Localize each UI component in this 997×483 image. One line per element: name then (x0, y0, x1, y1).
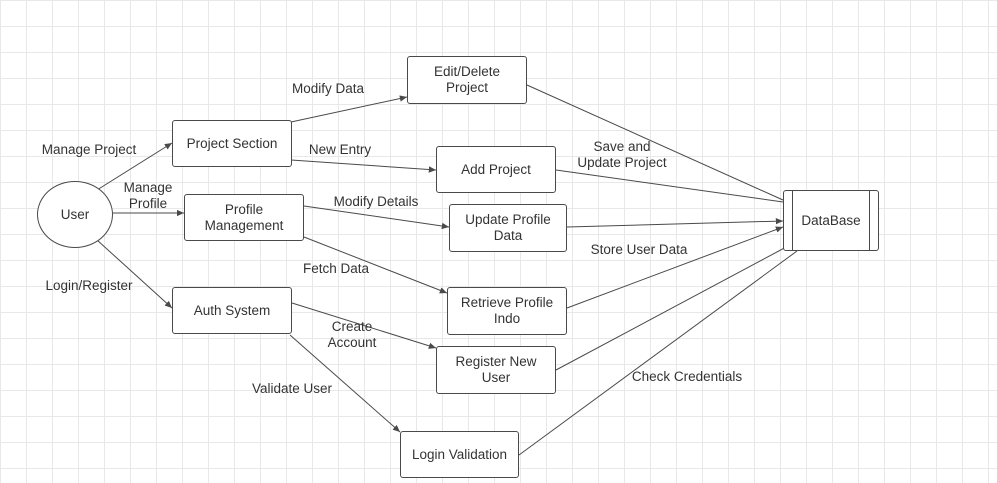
edge-profile-management-to-update-profile (303, 205, 450, 230)
add-project-node[interactable]: Add Project (436, 146, 556, 193)
update-profile-data-node[interactable]: Update Profile Data (449, 204, 567, 252)
label-check-credentials: Check Credentials (631, 369, 743, 384)
user-node[interactable]: User (37, 181, 113, 248)
label-manage-project: Manage Project (41, 142, 137, 157)
label-manage-profile: Manage Profile (123, 180, 173, 211)
user-node-label: User (60, 206, 90, 222)
edit-delete-project-label: Edit/Delete Project (433, 64, 501, 95)
edge-auth-system-to-register (291, 302, 437, 349)
database-right-bar (869, 191, 870, 250)
label-store-user-data: Store User Data (590, 242, 688, 257)
label-validate-user: Validate User (251, 381, 333, 396)
label-create-account: Create Account (327, 319, 377, 350)
profile-management-label: Profile Management (204, 201, 284, 233)
edge-auth-system-to-login-validation (289, 334, 401, 433)
label-new-entry: New Entry (308, 142, 372, 157)
project-section-node[interactable]: Project Section (172, 120, 292, 167)
edge-edit-delete-to-database (526, 84, 784, 201)
edge-add-project-to-database (555, 169, 784, 203)
edge-database-to-retrieve-profile (566, 226, 784, 309)
retrieve-profile-indo-label: Retrieve Profile Indo (460, 295, 554, 326)
label-modify-data: Modify Data (291, 81, 365, 96)
label-login-register: Login/Register (45, 278, 133, 293)
edge-login-validation-to-database (518, 250, 798, 456)
project-section-label: Project Section (186, 135, 278, 151)
edge-user-to-project-section (96, 142, 173, 191)
database-left-bar (792, 191, 793, 250)
login-validation-node[interactable]: Login Validation (400, 431, 519, 478)
label-modify-details: Modify Details (333, 194, 419, 209)
retrieve-profile-indo-node[interactable]: Retrieve Profile Indo (447, 287, 567, 335)
edge-profile-management-to-retrieve-profile (303, 236, 448, 294)
label-save-and-update-project: Save and Update Project (577, 139, 667, 170)
update-profile-data-label: Update Profile Data (465, 212, 551, 243)
login-validation-label: Login Validation (411, 446, 508, 462)
edge-project-section-to-edit-delete (290, 95, 408, 123)
register-new-user-label: Register New User (455, 354, 537, 385)
edge-register-to-database (555, 244, 791, 371)
edit-delete-project-node[interactable]: Edit/Delete Project (407, 56, 527, 104)
register-new-user-node[interactable]: Register New User (436, 346, 556, 394)
edge-user-to-auth-system (96, 239, 173, 309)
label-fetch-data: Fetch Data (302, 261, 370, 276)
auth-system-node[interactable]: Auth System (172, 287, 292, 334)
add-project-label: Add Project (461, 161, 531, 177)
profile-management-node[interactable]: Profile Management (184, 194, 304, 241)
edge-project-section-to-add-project (290, 159, 437, 173)
edge-update-profile-to-database (566, 218, 784, 228)
database-label: DataBase (801, 212, 861, 228)
database-node[interactable]: DataBase (783, 190, 879, 251)
auth-system-label: Auth System (193, 302, 271, 318)
